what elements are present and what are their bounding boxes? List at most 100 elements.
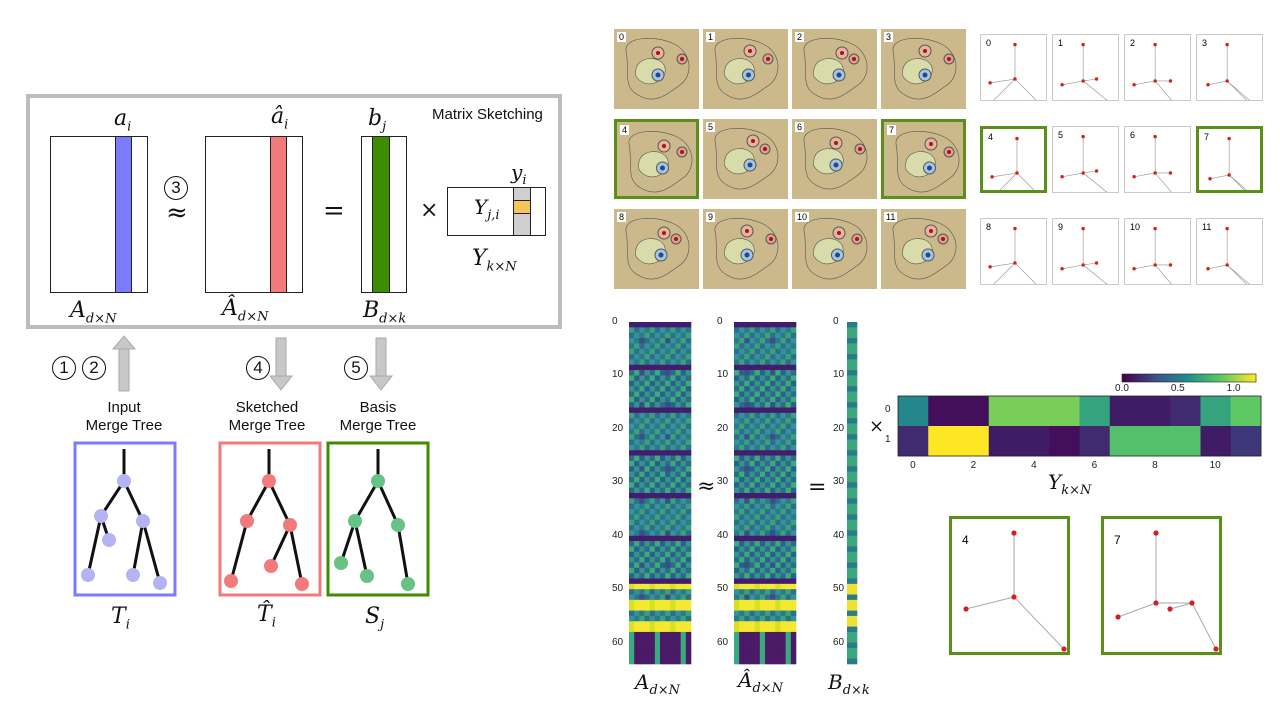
- heatmap-ahat: [734, 322, 797, 665]
- scalar-field-index: 8: [617, 212, 627, 222]
- heatmap-y-tick: 60: [717, 636, 729, 648]
- heatmap-approx-operator: ≈: [697, 474, 716, 499]
- colorbar-tick: 0.0: [1115, 383, 1129, 394]
- step-3-marker: 3: [164, 176, 188, 200]
- scalar-field-index: 11: [884, 212, 898, 222]
- y-heatmap-cell: [1140, 426, 1171, 457]
- column-y-i: [513, 188, 531, 235]
- sketched-tree-frame: [218, 441, 322, 597]
- scalar-field-index: 2: [795, 32, 805, 42]
- y-heatmap-cell: [1230, 396, 1262, 427]
- y-heatmap-cell: [928, 426, 959, 457]
- column-b-j: [372, 137, 390, 292]
- heatmap-y-tick: 10: [717, 369, 729, 381]
- merge-tree-plot-tile: 7: [1196, 126, 1263, 193]
- scalar-field-plot: [895, 131, 960, 193]
- heatmap-label-a: Ad×N: [635, 670, 681, 698]
- heatmap-y-tick: 0: [833, 316, 839, 327]
- colorbar-tick: 0.5: [1170, 383, 1185, 394]
- y-heatmap-cell: [1109, 426, 1141, 457]
- heatmap-y-tick: 30: [717, 476, 729, 488]
- merge-tree-mini-plot: [988, 42, 1037, 100]
- selected-tree-plot: [1115, 530, 1219, 652]
- merge-tree-plot-index: 0: [984, 38, 994, 48]
- merge-tree-plot-tile: 1: [1052, 34, 1119, 101]
- y-heatmap-cell: [1049, 396, 1080, 427]
- scalar-field-plot: [803, 38, 868, 100]
- merge-trees: [73, 441, 430, 597]
- heatmap-y-tick: 40: [833, 529, 845, 541]
- merge-tree-plot-index: 10: [1128, 222, 1143, 232]
- matrix-y: [447, 187, 546, 236]
- scalar-field-plot: [628, 131, 693, 193]
- merge-tree-plot-index: 5: [1056, 130, 1066, 140]
- sketched-tree-nodes: [224, 474, 309, 591]
- heatmap-y-tick: 0: [612, 316, 618, 327]
- scalar-field-tile: 7: [881, 119, 966, 199]
- equals-operator: =: [323, 196, 345, 226]
- merge-tree-mini-plot: [1206, 226, 1250, 284]
- merge-tree-plot-tile: 6: [1124, 126, 1191, 193]
- merge-tree-plot-tile: 9: [1052, 218, 1119, 285]
- step-2-marker: 2: [82, 356, 106, 380]
- y-heatmap-row-tick: 0: [885, 404, 891, 415]
- scalar-field-tile: 3: [881, 29, 966, 109]
- scalar-field-tile: 8: [614, 209, 699, 289]
- arrow-up-input-head: [111, 335, 137, 350]
- heatmap-equals-operator: =: [808, 475, 827, 500]
- merge-tree-plot-index: 9: [1056, 222, 1066, 232]
- merge-tree-plot-index: 8: [984, 222, 994, 232]
- merge-tree-mini-plot: [1060, 42, 1108, 100]
- heatmap-y-tick: 40: [612, 529, 624, 541]
- merge-tree-mini-plot: [1060, 226, 1108, 284]
- matrix-sketching-title: Matrix Sketching: [432, 106, 543, 123]
- scalar-field-tile: 4: [614, 119, 699, 199]
- heatmap-y-tick: 30: [612, 476, 624, 488]
- y-heatmap-cell: [1230, 426, 1262, 457]
- scalar-field-index: 1: [706, 32, 716, 42]
- label-y-entry: Yj,i: [474, 195, 500, 223]
- scalar-field-tile: 11: [881, 209, 966, 289]
- y-heatmap-col-tick: 0: [910, 460, 916, 471]
- scalar-field-plot: [625, 38, 690, 100]
- y-heatmap-col-tick: 6: [1091, 460, 1098, 471]
- basis-tree: [339, 449, 410, 585]
- merge-tree-plot-tile: 5: [1052, 126, 1119, 193]
- merge-tree-plot-tile: 10: [1124, 218, 1191, 285]
- y-heatmap-cell: [958, 396, 990, 427]
- selected-tree-index: 4: [960, 533, 971, 547]
- scalar-field-plot: [714, 218, 779, 280]
- heatmap-label-b: Bd×k: [828, 670, 870, 698]
- heatmap-a: [629, 322, 692, 665]
- scalar-field-plot: [714, 38, 779, 100]
- label-matrix-ahat: Âd×N: [222, 296, 269, 325]
- y-heatmap-cell: [1079, 426, 1111, 457]
- heatmap-y-tick: 60: [833, 636, 845, 648]
- input-tree-nodes: [81, 474, 167, 590]
- scalar-field-tile: 1: [703, 29, 788, 109]
- y-heatmap-xlabel: Yk×N: [1048, 470, 1092, 498]
- selected-tree-2: 7: [1101, 516, 1222, 655]
- merge-tree-plot-tile: 4: [980, 126, 1047, 193]
- merge-tree-mini-plot: [1060, 134, 1108, 192]
- y-heatmap-col-tick: 10: [1209, 460, 1221, 471]
- y-heatmap-col-tick: 8: [1152, 460, 1158, 471]
- merge-tree-plot-tile: 11: [1196, 218, 1263, 285]
- column-ahat-i: [270, 137, 287, 292]
- colorbar-tick: 1.0: [1226, 383, 1241, 394]
- matrix-a: [50, 136, 148, 293]
- heatmap-b: [847, 322, 858, 665]
- merge-tree-plot-index: 3: [1200, 38, 1210, 48]
- scalar-field-tile: 5: [703, 119, 788, 199]
- scalar-field-tile: 6: [792, 119, 877, 199]
- y-heatmap-cell: [898, 396, 929, 427]
- label-y-i: yi: [511, 160, 527, 188]
- label-a-i: ai: [114, 106, 132, 135]
- scalar-field-tile: 2: [792, 29, 877, 109]
- y-heatmap-cells: [897, 395, 1262, 457]
- merge-tree-mini-plot: [1132, 134, 1173, 192]
- merge-tree-plot-index: 6: [1128, 130, 1138, 140]
- merge-tree-mini-plot: [1132, 42, 1173, 100]
- heatmap-y-tick: 10: [612, 369, 624, 381]
